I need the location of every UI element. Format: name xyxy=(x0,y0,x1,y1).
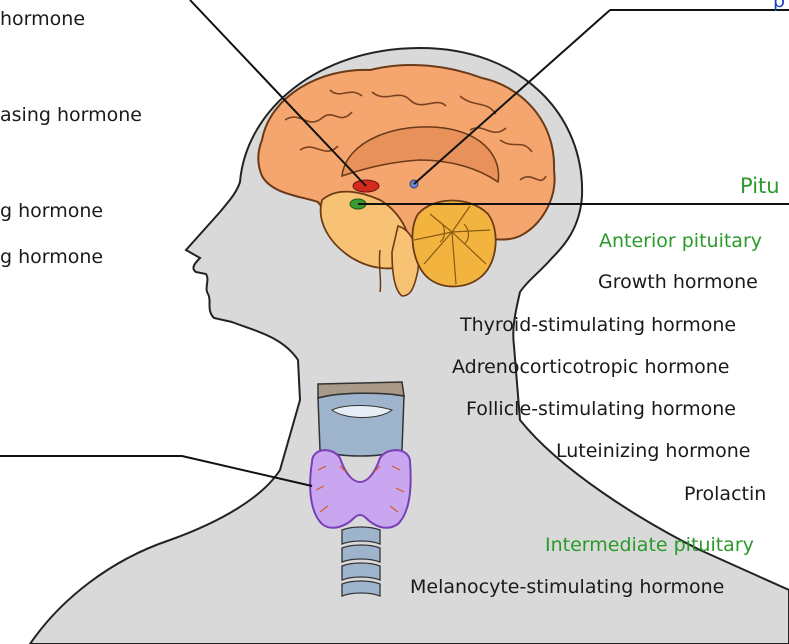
anterior-item-acth: Adrenocorticotropic hormone xyxy=(452,358,729,377)
larynx xyxy=(318,393,404,456)
left-label-2: asing hormone xyxy=(0,106,142,125)
anterior-item-tsh: Thyroid-stimulating hormone xyxy=(460,316,736,335)
anterior-item-growth: Growth hormone xyxy=(598,273,758,292)
cerebellum xyxy=(412,201,495,287)
anterior-item-fsh: Follicle-stimulating hormone xyxy=(466,400,736,419)
anterior-item-lh: Luteinizing hormone xyxy=(556,442,750,461)
anterior-item-prolactin: Prolactin xyxy=(684,485,766,504)
left-label-4: g hormone xyxy=(0,248,103,267)
pituitary-heading: Pitu xyxy=(740,176,780,197)
top-right-fragment: p xyxy=(773,0,785,11)
left-label-3: g hormone xyxy=(0,202,103,221)
anterior-pituitary-heading: Anterior pituitary xyxy=(599,232,762,251)
intermediate-item-msh: Melanocyte-stimulating hormone xyxy=(410,578,724,597)
intermediate-pituitary-heading: Intermediate pituitary xyxy=(545,536,754,555)
left-label-1: hormone xyxy=(0,10,85,29)
